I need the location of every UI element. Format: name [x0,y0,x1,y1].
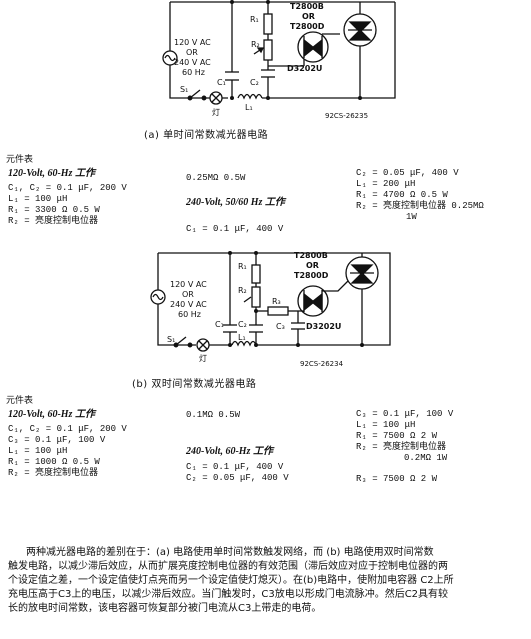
parts-row: C₁ = 0.1 μF, 400 V [186,224,284,234]
resistor-r1 [263,13,273,35]
parts-value-a: 0.25MΩ 0.5W [186,173,246,183]
lamp-label: 灯 [212,108,220,117]
triac-part-label-b: T2800B OR T2800D [294,251,328,281]
source-or: OR [182,290,194,299]
c2-label: C₂ [238,320,247,329]
r3-label: R₃ [272,297,281,306]
resistor-r3 [267,306,289,316]
source-voltage-1: 120 V AC [170,280,207,289]
parts-row: R₂ = 亮度控制电位器 [8,216,99,226]
source-or: OR [186,48,198,57]
resistor-r2 [251,286,261,308]
parts-row: 1W [406,212,417,222]
parts-list-b-col1: 120-Volt, 60-Hz 工作 C₁, C₂ = 0.1 μF, 200 … [8,409,127,479]
source-voltage-2: 240 V AC [174,58,211,67]
c2-label: C₂ [250,78,259,87]
triac-part-2: T2800D [290,22,325,31]
parts-row: C₁, C₂ = 0.1 μF, 200 V [8,183,127,193]
wire [169,2,228,99]
parts-row: C₂ = 0.05 μF, 400 V [356,168,459,178]
triac-part-or: OR [306,261,319,270]
parts-row: C₃ = 0.1 μF, 100 V [8,435,106,445]
parts-row: L₁ = 200 μH [356,179,416,189]
parts-heading-240v-a: 240-Volt, 50/60 Hz 工作 [186,197,285,208]
triac-part-1: T2800B [294,251,328,260]
inductor-l1 [231,340,257,347]
parts-row: L₁ = 100 μH [8,194,68,204]
s1-label: S₁ [167,335,176,344]
r2-label: R₂ [251,40,260,49]
parts-row: R₁ = 4700 Ω 0.5 W [356,190,448,200]
parts-list-heading-a: 元件表 [6,155,34,165]
parts-row: L₁ = 100 μH [356,420,416,430]
resistor-r2 [263,39,273,61]
wire [262,2,396,99]
inductor-l1 [237,93,263,100]
parts-row: R₃ = 7500 Ω 2 W [356,474,438,484]
parts-row: R₂ = 亮度控制电位器 [356,442,447,452]
parts-value-b: 0.1MΩ 0.5W [186,410,241,420]
parts-row: R₂ = 亮度控制电位器 0.25MΩ [356,201,484,211]
figure-caption-b: (b) 双时间常数减光器电路 [132,379,257,390]
triac-part-1: T2800B [290,2,324,11]
parts-row: C₃ = 0.1 μF, 100 V [356,409,454,419]
c3-label: C₃ [276,322,285,331]
lamp-label: 灯 [199,354,207,363]
paragraph-line: 两种减光器电路的差别在于：(a) 电路使用单时间常数触发网络，而 (b) 电路使… [26,547,434,558]
wire [158,252,391,346]
paragraph-line: 触发电路，以减少滞后效应，从而扩展亮度控制电位器的有效范围（滞后效应对应于控制电… [8,561,448,572]
paragraph-line: 长的放电时间常数，该电容器可恢复部分被门电流从C3上带走的电荷。 [8,603,322,614]
parts-list-heading-b: 元件表 [6,396,34,406]
parts-row: R₂ = 亮度控制电位器 [8,468,99,478]
r1-label: R₁ [238,262,247,271]
source-label-b: 120 V AC OR 240 V AC 60 Hz [170,280,207,320]
c1-label: C₁ [217,78,226,87]
c1-label: C₁ [215,320,224,329]
parts-row: L₁ = 100 μH [8,446,68,456]
parts-row: 120-Volt, 60-Hz 工作 [8,409,95,420]
parts-row: C₁, C₂ = 0.1 μF, 200 V [8,424,127,434]
paragraph-line: 个设定值之差，一个设定值使灯点亮而另一个设定值使灯熄灭）。在(b)电路中，使附加… [8,575,454,586]
r1-label: R₁ [250,15,259,24]
paragraph-line: 充电压高于C3上的电压，以减少滞后效应。当门触发时，C3放电以形成门电流脉冲。然… [8,589,449,600]
figure-caption-a: (a) 单时间常数减光器电路 [144,130,269,141]
parts-row: C₁ = 0.1 μF, 400 V [186,462,284,472]
source-voltage-2: 240 V AC [170,300,207,309]
source-frequency: 60 Hz [182,68,205,77]
figure-code-a: 92CS-26235 [325,112,369,120]
parts-row: 120-Volt, 60-Hz 工作 [8,168,95,179]
parts-heading-240v-b: 240-Volt, 60-Hz 工作 [186,446,273,457]
diac-part-label: D3202U [306,322,342,331]
triac-part-label-a: T2800B OR T2800D [290,2,324,32]
resistor-r1 [251,264,261,284]
r2-label: R₂ [238,286,247,295]
source-voltage-1: 120 V AC [174,38,211,47]
source-label-a: 120 V AC OR 240 V AC 60 Hz [174,38,211,78]
wire [157,253,196,346]
parts-list-a-col3: C₂ = 0.05 μF, 400 V L₁ = 200 μH R₁ = 470… [356,168,484,223]
triac-part-2: T2800D [294,271,329,280]
parts-row: 0.2MΩ 1W [404,453,448,463]
triac-part-or: OR [302,12,315,21]
circuit-diagram-b [150,251,391,352]
parts-row: R₁ = 7500 Ω 2 W [356,431,438,441]
diac-part-label: D3202U [287,64,323,73]
figure-code-b: 92CS-26234 [300,360,344,368]
source-frequency: 60 Hz [178,310,201,319]
parts-row: C₂ = 0.05 μF, 400 V [186,473,289,483]
circuit-diagram-a [162,0,396,105]
parts-row: R₁ = 3300 Ω 0.5 W [8,205,100,215]
description-paragraph: 两种减光器电路的差别在于：(a) 电路使用单时间常数触发网络，而 (b) 电路使… [8,546,528,616]
l1-label: L₁ [245,103,253,112]
s1-label: S₁ [180,85,189,94]
l1-label: L₁ [238,333,246,342]
parts-row: R₁ = 1000 Ω 0.5 W [8,457,100,467]
parts-list-b-col3: C₃ = 0.1 μF, 100 V L₁ = 100 μH R₁ = 7500… [356,409,453,464]
parts-list-a-col1: 120-Volt, 60-Hz 工作 C₁, C₂ = 0.1 μF, 200 … [8,168,127,227]
